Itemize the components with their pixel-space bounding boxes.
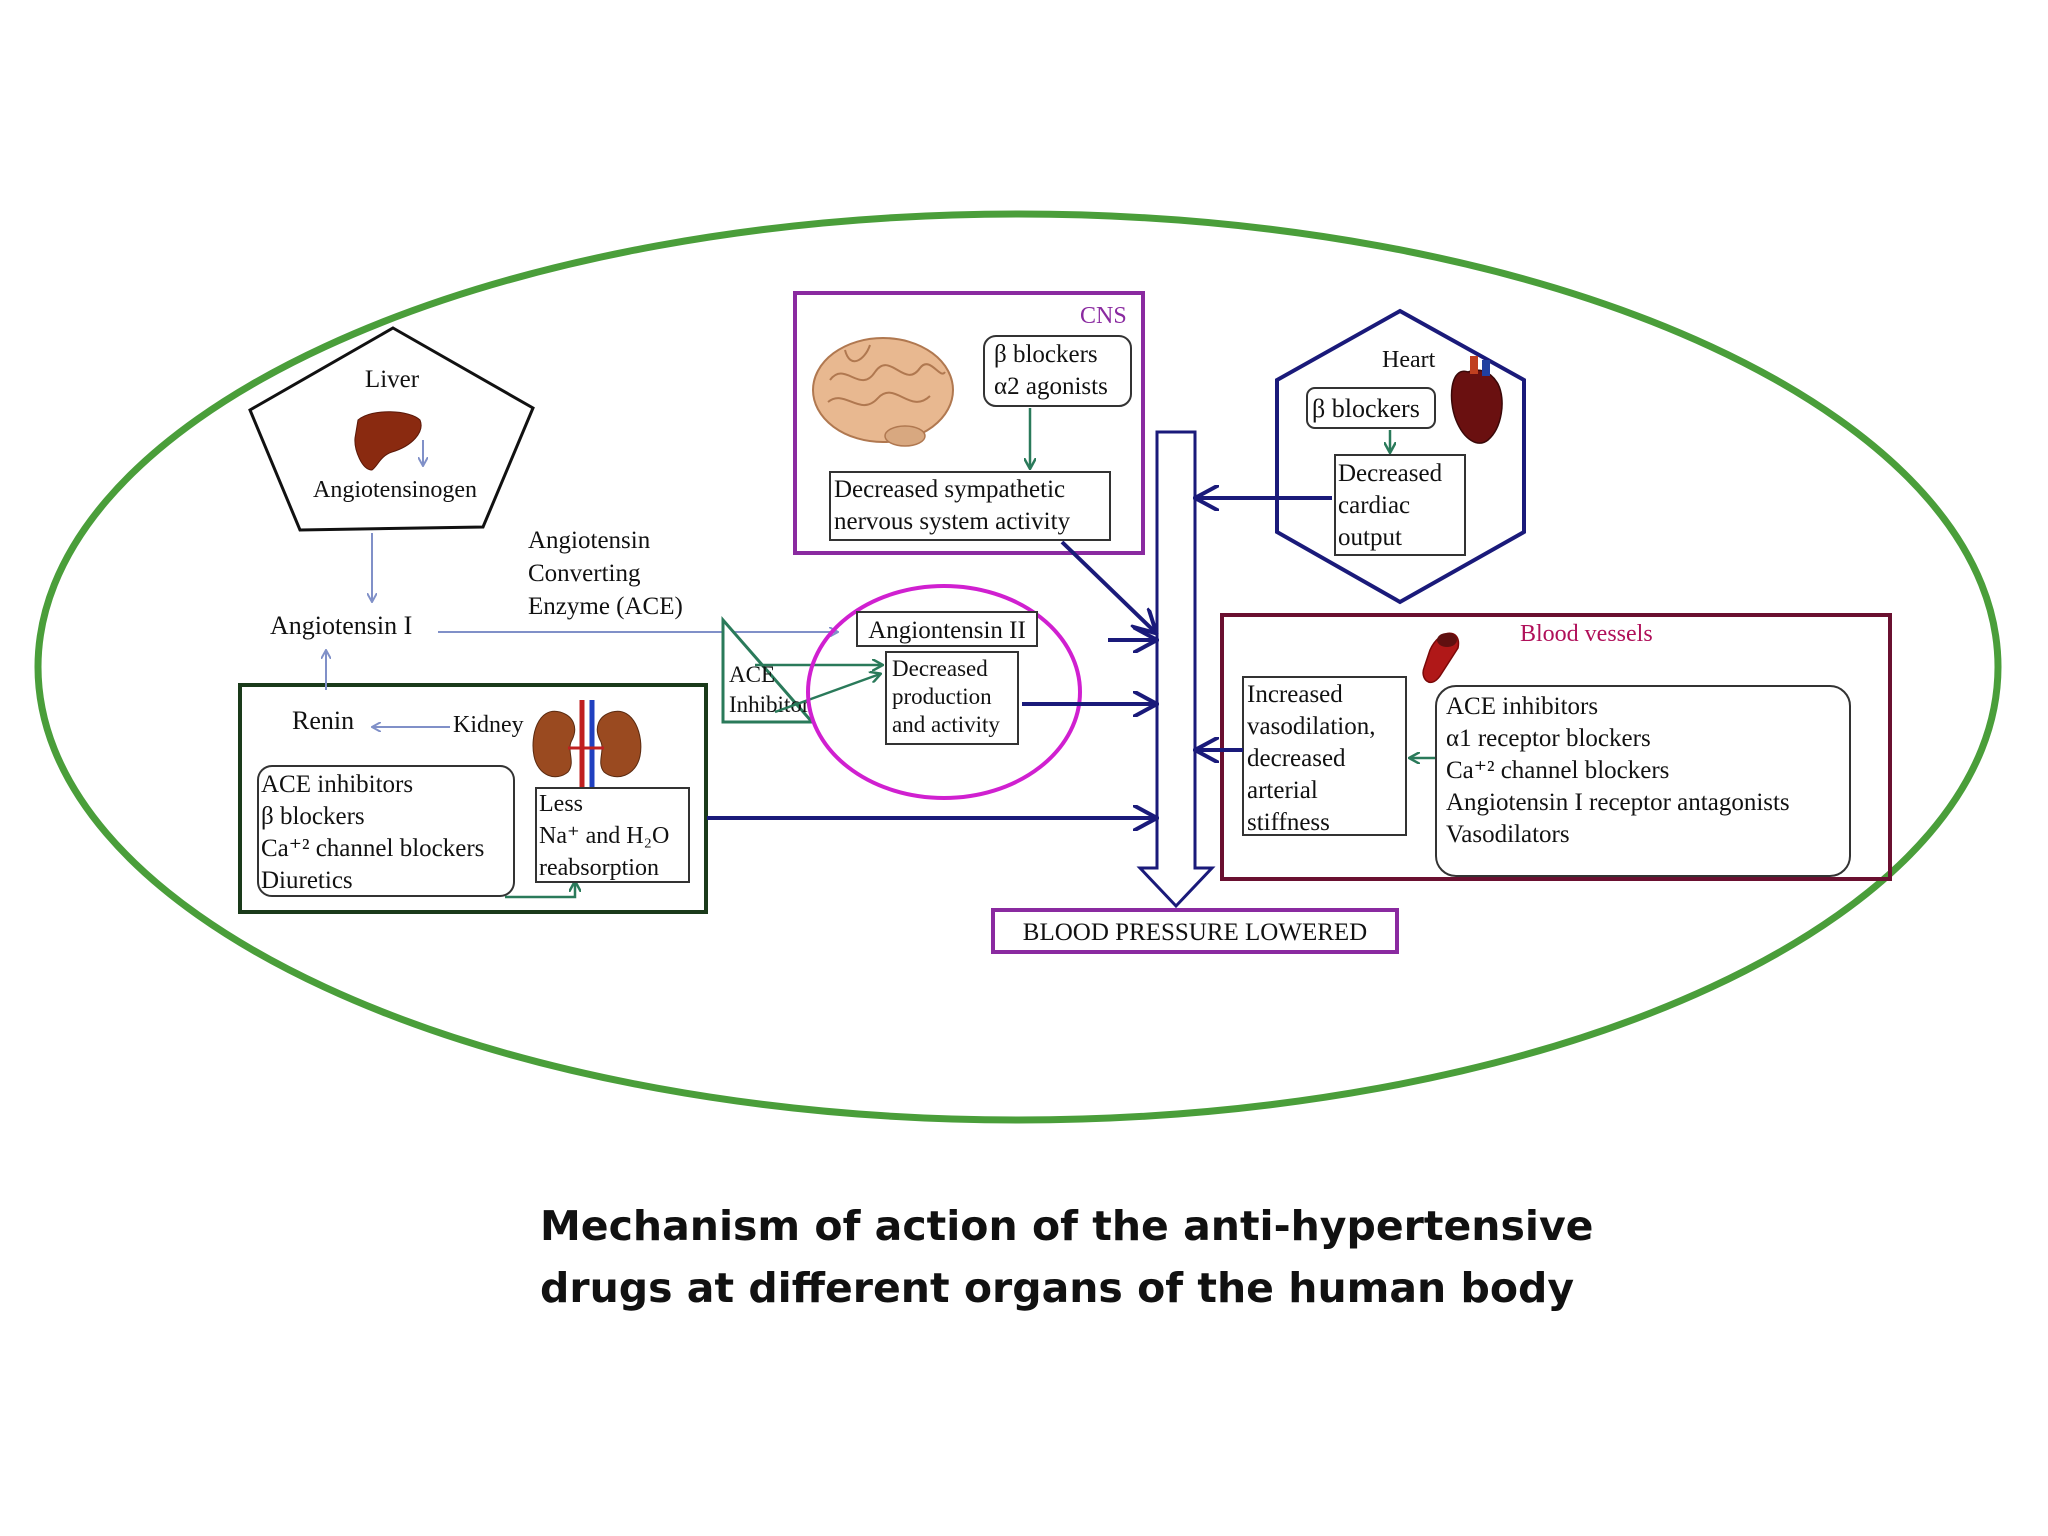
vessels-drug-4: Angiotensin I receptor antagonists <box>1446 789 1790 816</box>
renin-label: Renin <box>292 706 354 735</box>
vessels-effect-2: vasodilation, <box>1247 713 1375 740</box>
kidney-icon <box>532 700 642 790</box>
result-label: BLOOD PRESSURE LOWERED <box>1023 919 1367 946</box>
vessels-effect-5: stiffness <box>1247 809 1330 836</box>
body-ellipse <box>34 210 2002 1124</box>
angiotensinogen-label: Angiotensinogen <box>313 477 477 503</box>
kidney-drug-4: Diuretics <box>261 867 353 894</box>
vessels-effect-3: decreased <box>1247 745 1346 772</box>
kidney-group: Renin Kidney ACE inhibitors β blockers C… <box>238 650 708 914</box>
figure-caption: Mechanism of action of the anti-hyperten… <box>540 1195 1740 1319</box>
caption-line-2: drugs at different organs of the human b… <box>540 1264 1575 1312</box>
central-arrow <box>1136 430 1216 909</box>
vessels-effect-1: Increased <box>1247 681 1343 708</box>
angiotensin-ii-line2: production <box>892 684 992 709</box>
vessels-drug-5: Vasodilators <box>1446 821 1570 848</box>
caption-line-1: Mechanism of action of the anti-hyperten… <box>540 1202 1594 1250</box>
heart-icon <box>1450 356 1503 444</box>
vessels-label: Blood vessels <box>1520 621 1653 647</box>
liver-icon <box>354 411 422 471</box>
heart-label: Heart <box>1382 347 1436 373</box>
kidney-effect-1: Less <box>539 791 583 817</box>
heart-effect-2: cardiac <box>1338 492 1410 519</box>
vessels-effect-4: arterial <box>1247 777 1318 804</box>
kidney-drug-2: β blockers <box>261 803 365 830</box>
ace-enzyme-line1: Angiotensin <box>528 527 651 554</box>
ace-enzyme-line2: Converting <box>528 560 641 587</box>
cns-effect-2: nervous system activity <box>834 508 1071 535</box>
kidney-label: Kidney <box>453 712 524 738</box>
angiotensin-ii-title: Angiontensin II <box>868 617 1026 644</box>
angiotensin-ii-group: Angiontensin II Decreased production and… <box>806 584 1082 800</box>
heart-effect-1: Decreased <box>1338 460 1443 487</box>
angiotensin-i-label: Angiotensin I <box>270 611 412 640</box>
vessels-drug-1: ACE inhibitors <box>1446 693 1598 720</box>
cns-drug-2: α2 agonists <box>994 373 1108 400</box>
ace-inhibitor: ACE Inhibitor <box>721 615 882 724</box>
brain-icon <box>812 337 954 447</box>
cns-effect-1: Decreased sympathetic <box>834 476 1065 503</box>
kidney-drug-3: Ca⁺² channel blockers <box>261 835 484 862</box>
ace-enzyme-line3: Enzyme (ACE) <box>528 593 683 620</box>
heart-effect-3: output <box>1338 524 1402 551</box>
blood-vessel-icon <box>1422 632 1460 684</box>
cns-label: CNS <box>1080 303 1127 329</box>
liver-label: Liver <box>365 366 420 393</box>
cns-drug-1: β blockers <box>994 341 1098 368</box>
heart-group: Heart β blockers Decreased cardiac outpu… <box>1275 308 1526 605</box>
liver-group: Liver Angiotensinogen <box>248 326 535 532</box>
cns-group: CNS β blockers α2 agonists Decreased sym… <box>793 291 1145 555</box>
kidney-effect-3: reabsorption <box>539 855 659 881</box>
kidney-effect-2: Na⁺ and H₂O <box>539 823 669 849</box>
heart-drug: β blockers <box>1312 394 1420 423</box>
vessels-drug-3: Ca⁺² channel blockers <box>1446 757 1669 784</box>
kidney-drug-1: ACE inhibitors <box>261 771 413 798</box>
angiotensin-ii-line1: Decreased <box>892 656 988 681</box>
vessels-drug-2: α1 receptor blockers <box>1446 725 1651 752</box>
angiotensin-ii-line3: and activity <box>892 712 1000 737</box>
vessels-group: Blood vessels Increased vasodilation, de… <box>1220 613 1892 881</box>
